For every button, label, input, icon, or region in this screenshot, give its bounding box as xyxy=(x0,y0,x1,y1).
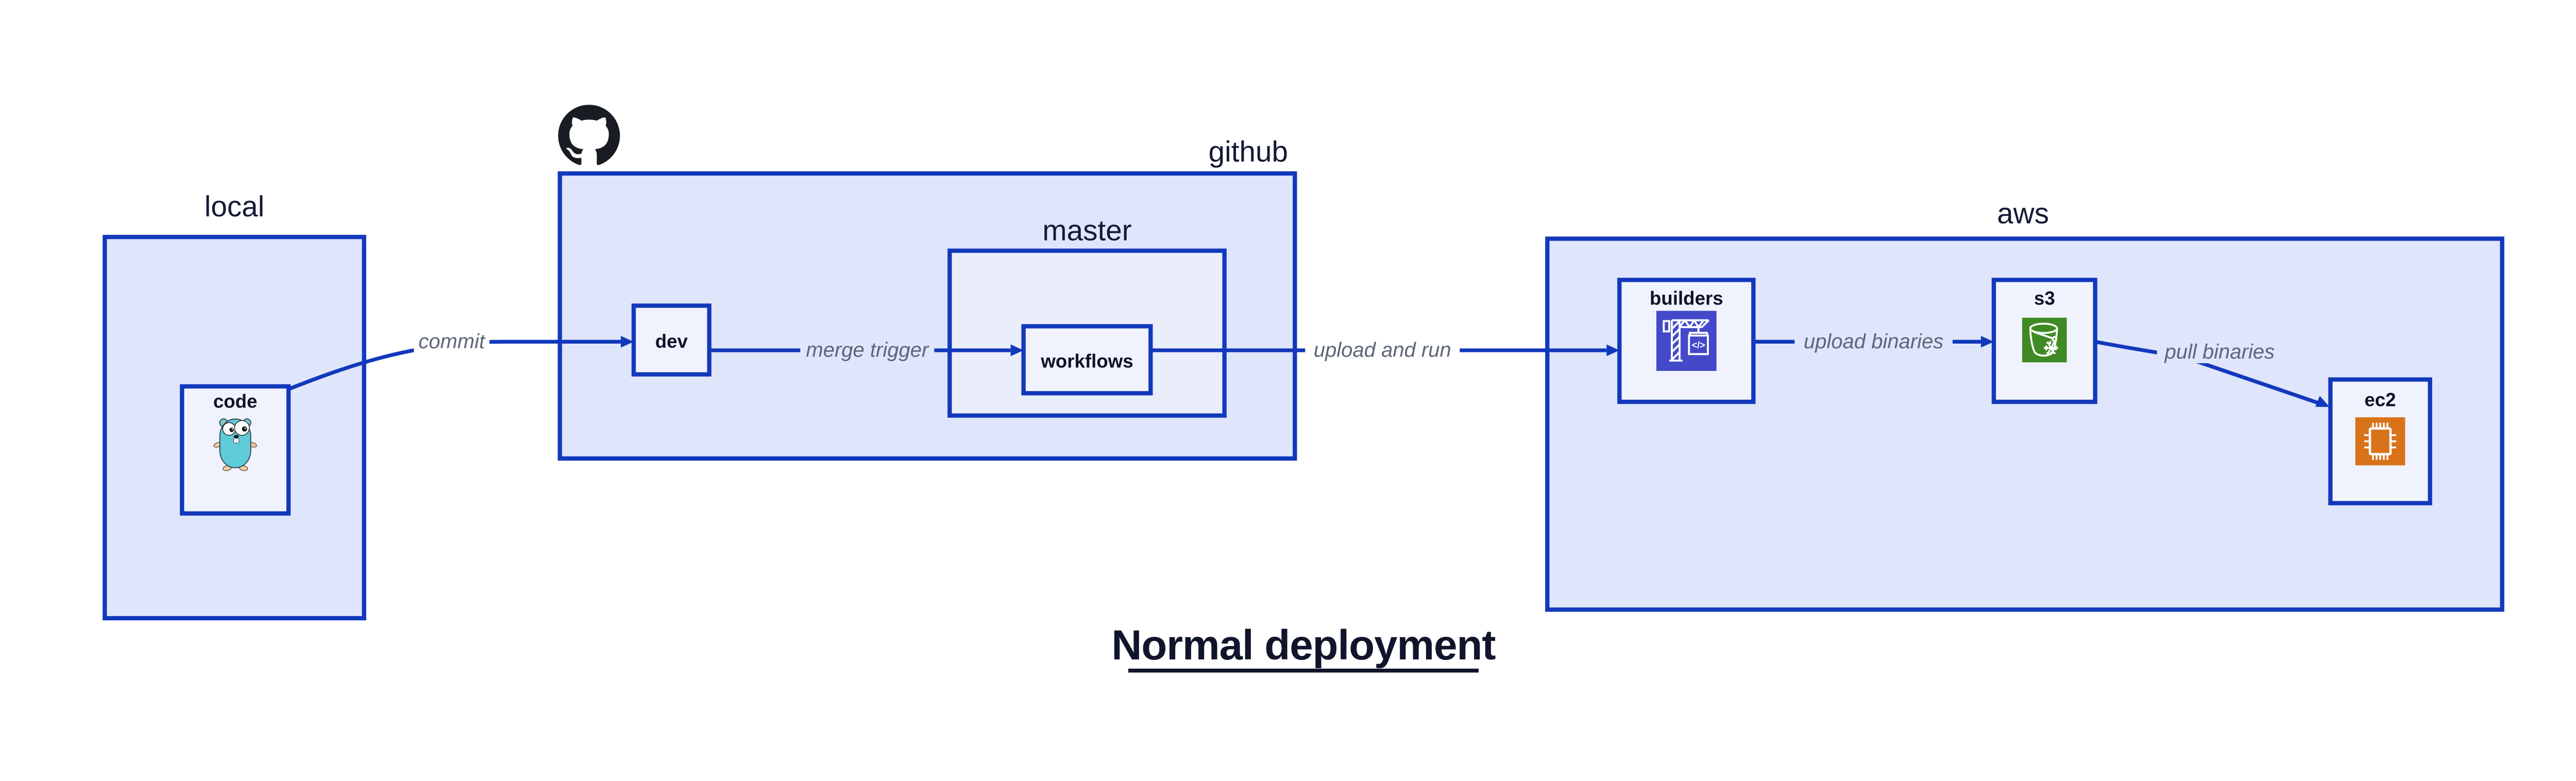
local-label: local xyxy=(205,191,265,223)
edge-merge-trigger-label: merge trigger xyxy=(806,339,929,362)
dev-label: dev xyxy=(655,331,688,352)
dev-box xyxy=(631,303,711,377)
arrowhead-icon xyxy=(1010,344,1024,356)
arrowhead-icon xyxy=(2315,396,2330,407)
s3-label: s3 xyxy=(2034,288,2055,309)
edge-pull-binaries-label: pull binaries xyxy=(2164,341,2275,363)
master-label: master xyxy=(1042,215,1131,247)
aws-label: aws xyxy=(1997,197,2049,230)
workflows-box xyxy=(1021,324,1153,396)
arrowhead-icon xyxy=(621,336,634,348)
node-dev: dev xyxy=(631,303,711,377)
node-ec2: ec2 xyxy=(2328,377,2432,505)
edge-label-halo xyxy=(1794,330,1953,353)
s3-glacier-icon xyxy=(2022,317,2067,363)
github-label: github xyxy=(1209,135,1288,168)
arrowhead-icon xyxy=(1981,336,1994,348)
diagram-title: Normal deployment xyxy=(1111,622,1496,673)
node-s3: s3 xyxy=(1991,278,2097,404)
codebuild-icon: </> xyxy=(1656,311,1717,371)
edge-upload-and-run: upload and run xyxy=(1150,339,1620,362)
ec2-label: ec2 xyxy=(2364,389,2396,410)
edge-label-halo xyxy=(2157,341,2282,363)
edge-label-halo xyxy=(800,339,935,362)
edge-pull-binaries: pull binaries xyxy=(2094,339,2330,407)
edge-upload-binaries-label: upload binaries xyxy=(1804,330,1943,353)
edge-label-halo xyxy=(414,330,490,353)
node-builders: builders </> xyxy=(1617,278,1756,404)
edge-label-halo xyxy=(1305,339,1460,362)
title-text: Normal deployment xyxy=(1111,622,1496,669)
workflows-label: workflows xyxy=(1040,350,1133,371)
gopher-icon xyxy=(213,418,257,471)
arrowhead-icon xyxy=(1606,344,1620,356)
edge-commit-label: commit xyxy=(418,330,486,353)
node-code: code xyxy=(180,384,291,516)
code-label: code xyxy=(213,391,258,412)
edge-merge-trigger: merge trigger xyxy=(709,339,1024,362)
edge-commit: commit xyxy=(286,330,634,392)
builders-label: builders xyxy=(1650,288,1723,309)
edge-upload-binaries: upload binaries xyxy=(1753,330,1994,353)
github-icon xyxy=(558,105,620,165)
ec2-chip-icon xyxy=(2355,417,2405,466)
codebuild-glyph: </> xyxy=(1692,340,1705,350)
edge-upload-and-run-label: upload and run xyxy=(1314,339,1451,362)
node-workflows: workflows xyxy=(1021,324,1153,396)
